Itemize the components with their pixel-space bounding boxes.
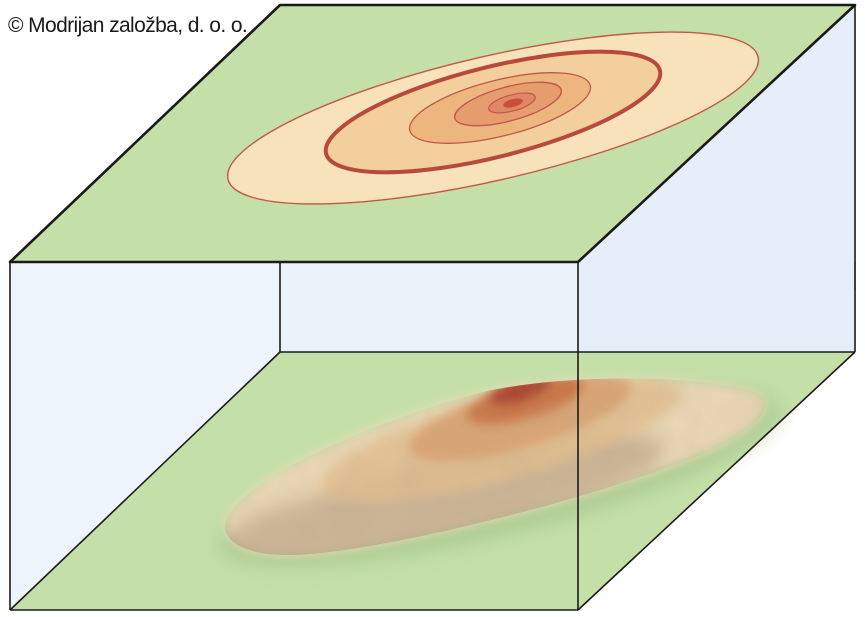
box-edges — [9, 5, 856, 611]
contour-map — [226, 31, 760, 205]
contour-peak — [503, 98, 523, 108]
copyright-notice: © Modrijan založba, d. o. o. — [8, 14, 248, 37]
